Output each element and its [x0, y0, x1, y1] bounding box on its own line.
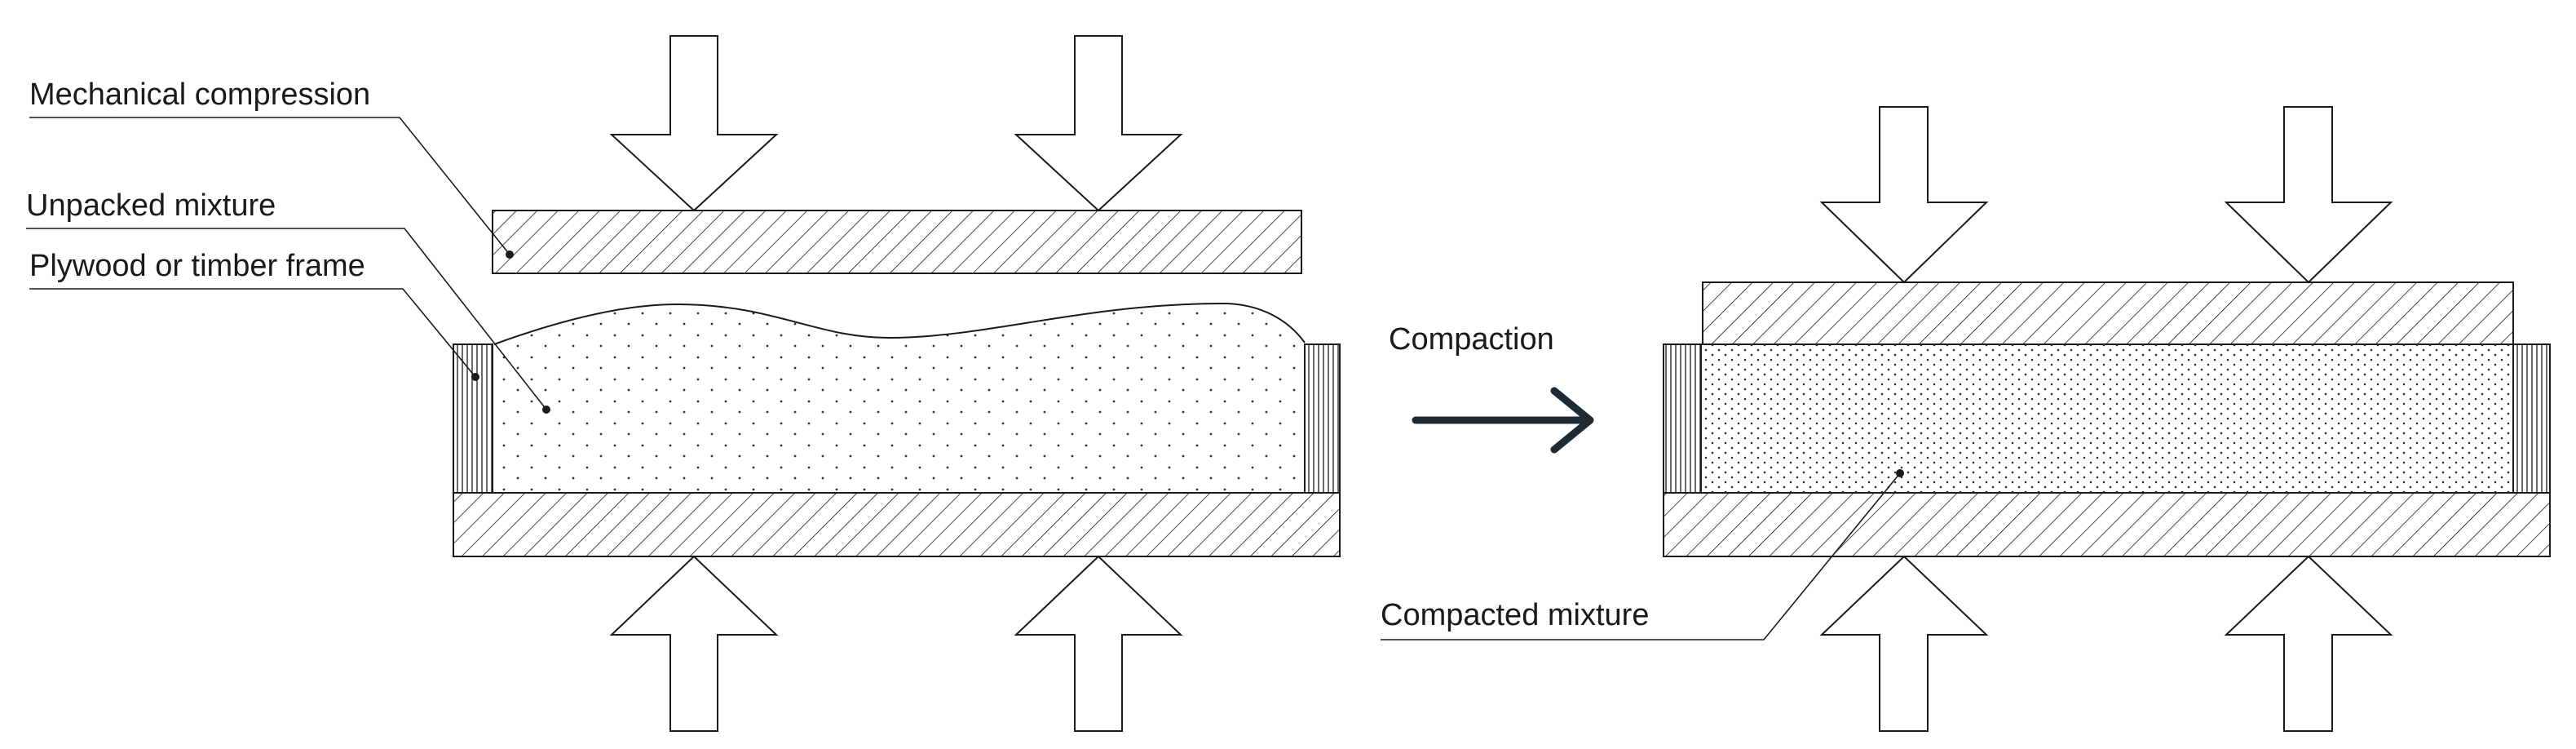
label-compacted-mixture-text: Compacted mixture [1381, 598, 1649, 632]
base-plate [453, 492, 1341, 557]
compression-arrow-down-right-2 [2224, 106, 2393, 284]
compacted-mixture [1701, 344, 2513, 493]
compression-arrow-up-right [1014, 555, 1183, 732]
label-frame-text: Plywood or timber frame [29, 249, 365, 283]
label-compacted-mixture: Compacted mixture [1381, 469, 1904, 640]
label-mechanical-compression: Mechanical compression [29, 78, 514, 259]
compression-arrow-up-right-2 [2224, 555, 2393, 732]
label-frame: Plywood or timber frame [29, 249, 479, 381]
compression-arrow-down-left-2 [1819, 106, 1989, 284]
compaction-arrow-icon [1412, 387, 1594, 454]
frame-right-2 [2512, 343, 2551, 494]
label-unpacked-mixture: Unpacked mixture [26, 188, 550, 414]
compaction-step: Compaction [1389, 322, 1594, 454]
right-assembly [1663, 106, 2551, 732]
compression-arrow-up-left [609, 555, 779, 732]
compression-arrow-down-right [1014, 35, 1183, 212]
frame-right [1304, 343, 1341, 494]
unpacked-mixture [493, 302, 1306, 493]
compression-arrow-down-left [609, 35, 779, 212]
frame-left [453, 343, 493, 494]
base-plate-2 [1663, 492, 2551, 557]
label-mechanical-compression-text: Mechanical compression [29, 78, 370, 112]
frame-left-2 [1663, 343, 1702, 494]
top-press-plate-2 [1702, 281, 2514, 345]
compaction-label: Compaction [1389, 322, 1554, 357]
left-assembly [453, 35, 1341, 732]
top-press-plate [492, 210, 1302, 274]
compression-arrow-up-left-2 [1819, 555, 1989, 732]
label-unpacked-mixture-text: Unpacked mixture [26, 188, 276, 223]
